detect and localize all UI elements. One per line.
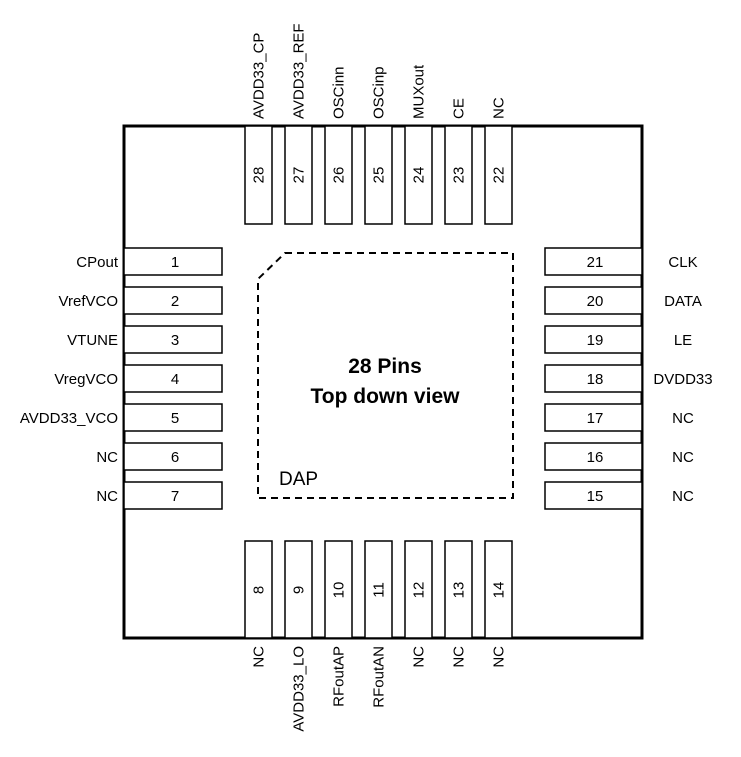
pin-name: NC [491, 97, 508, 119]
pin-number: 1 [171, 254, 179, 271]
pin-pad-right [544, 442, 643, 471]
pin-number: 12 [411, 582, 428, 599]
pin-pad-left [123, 364, 223, 393]
pin-number: 3 [171, 332, 179, 349]
pin-number: 23 [451, 167, 468, 184]
pin-pad-right [544, 325, 643, 354]
pin-name: NC [672, 449, 694, 466]
pins-layer: 1 CPout 2 VrefVCO 3 VTUNE 4 VregVCO 5 AVDD33_VCO 6… [20, 23, 713, 731]
pin-number: 7 [171, 488, 179, 505]
pin-name: CLK [668, 254, 697, 271]
pin-name: NC [251, 646, 268, 668]
pin-pad-right [544, 247, 643, 276]
pin-pad-left [123, 325, 223, 354]
pin-pad-top [484, 125, 513, 225]
pin-number: 22 [491, 167, 508, 184]
pin-pad-top [444, 125, 473, 225]
pin-name: DATA [664, 293, 702, 310]
pin-name: AVDD33_CP [251, 33, 268, 119]
package-title-line1: 28 Pins [348, 355, 422, 378]
pin-pad-top [364, 125, 393, 225]
pin-name: AVDD33_LO [291, 646, 308, 732]
pin-number: 14 [491, 582, 508, 599]
pin-pad-right [544, 364, 643, 393]
pin-name: NC [672, 488, 694, 505]
pin-pad-top [284, 125, 313, 225]
pin-pad-top [404, 125, 433, 225]
pin-pad-right [544, 286, 643, 315]
pin-number: 13 [451, 582, 468, 599]
pin-pad-right [544, 403, 643, 432]
pin-name: NC [96, 449, 118, 466]
pin-name: AVDD33_REF [291, 23, 308, 119]
pin-name: CPout [76, 254, 119, 271]
pin-pad-bottom [324, 540, 353, 639]
pin-name: CE [451, 98, 468, 119]
pin-name: LE [674, 332, 692, 349]
pin-name: NC [411, 646, 428, 668]
pin-number: 8 [251, 586, 268, 594]
pin-number: 17 [587, 410, 604, 427]
pin-name: MUXout [411, 64, 428, 119]
pin-pad-right [544, 481, 643, 510]
pin-name: NC [96, 488, 118, 505]
pin-pad-bottom [404, 540, 433, 639]
pin-number: 21 [587, 254, 604, 271]
pin-number: 26 [331, 167, 348, 184]
pin-name: RFoutAN [371, 646, 388, 708]
pin-number: 4 [171, 371, 179, 388]
pin-pad-bottom [284, 540, 313, 639]
pin-number: 10 [331, 582, 348, 599]
pin-name: NC [451, 646, 468, 668]
pin-number: 19 [587, 332, 604, 349]
pin-number: 2 [171, 293, 179, 310]
pin-pad-bottom [244, 540, 273, 639]
pin-number: 18 [587, 371, 604, 388]
pin-number: 11 [371, 582, 388, 598]
pin-number: 9 [291, 586, 308, 594]
pin-number: 6 [171, 449, 179, 466]
pin-name: VTUNE [67, 332, 118, 349]
pin-pad-left [123, 247, 223, 276]
pin-name: AVDD33_VCO [20, 410, 118, 427]
pin-name: OSCinn [331, 66, 348, 119]
dap-outline [257, 252, 514, 499]
pin-pad-bottom [484, 540, 513, 639]
pin-name: VrefVCO [59, 293, 118, 310]
pin-pad-bottom [444, 540, 473, 639]
dap-label: DAP [279, 469, 319, 490]
pin-pad-left [123, 442, 223, 471]
pin-number: 15 [587, 488, 604, 505]
pin-name: NC [672, 410, 694, 427]
pin-number: 28 [251, 167, 268, 184]
pin-pad-left [123, 481, 223, 510]
pin-name: DVDD33 [653, 371, 712, 388]
pin-pad-left [123, 403, 223, 432]
pin-name: NC [491, 646, 508, 668]
package-title-line2: Top down view [310, 385, 460, 408]
pin-number: 24 [411, 167, 428, 184]
pin-number: 16 [587, 449, 604, 466]
pin-number: 25 [371, 167, 388, 184]
pin-pad-bottom [364, 540, 393, 639]
pin-number: 5 [171, 410, 179, 427]
pin-pad-top [244, 125, 273, 225]
pin-pad-top [324, 125, 353, 225]
pin-name: VregVCO [54, 371, 118, 388]
pin-name: RFoutAP [331, 646, 348, 707]
pin-number: 27 [291, 167, 308, 184]
pin-pad-left [123, 286, 223, 315]
pin-number: 20 [587, 293, 604, 310]
pin-name: OSCinp [371, 66, 388, 119]
